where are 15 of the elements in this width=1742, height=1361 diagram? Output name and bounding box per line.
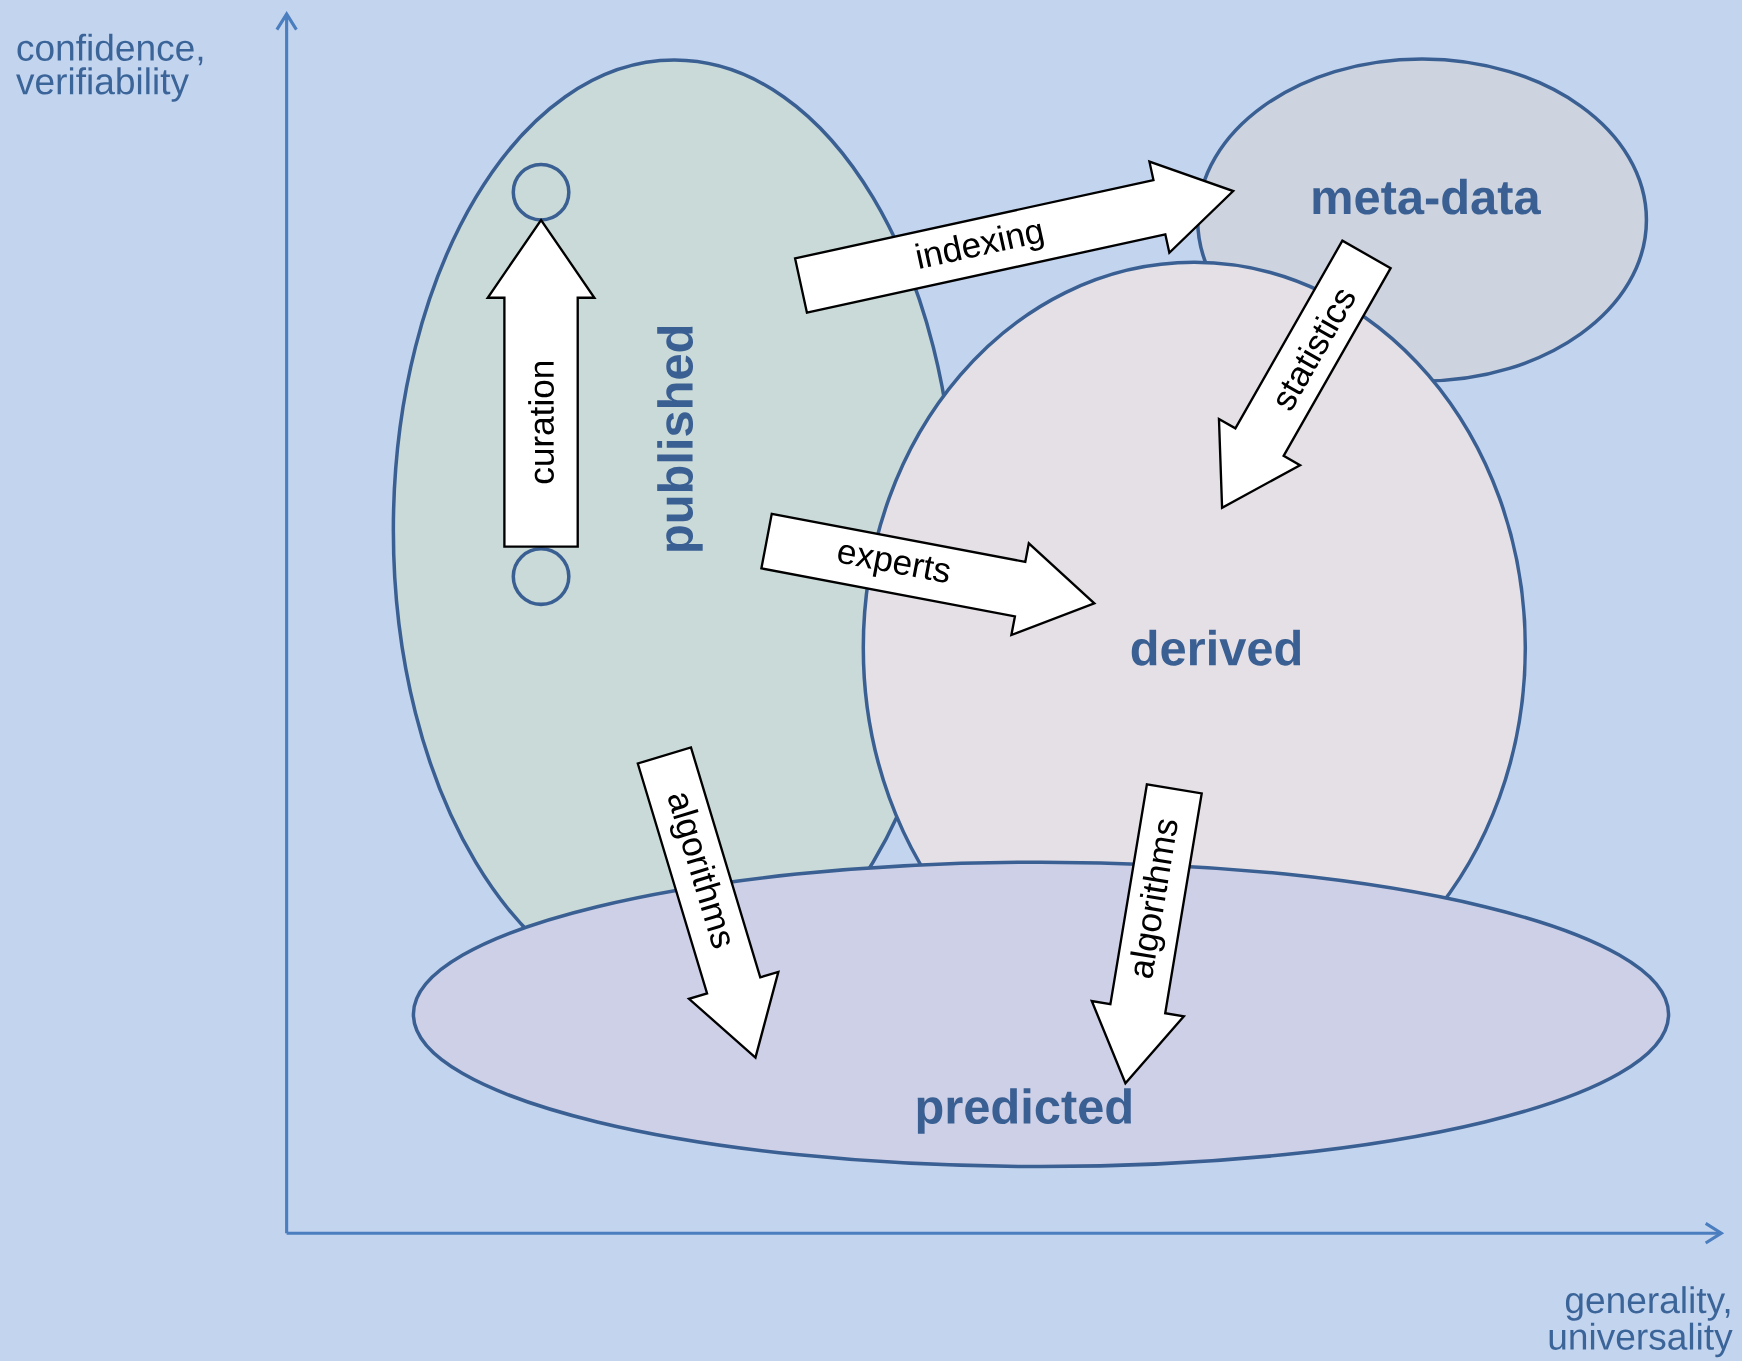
ellipse-label: predicted bbox=[917, 1088, 1131, 1134]
edge-label: curation bbox=[528, 362, 554, 484]
axis-label: confidence, verifiability bbox=[16, 33, 203, 102]
ellipse-label: meta-data bbox=[1313, 178, 1541, 215]
block-arrow bbox=[636, 746, 780, 1060]
ellipse-label: derived bbox=[1131, 629, 1301, 666]
edge-label: indexing bbox=[915, 223, 1044, 269]
edge-label: algorithms bbox=[1130, 819, 1178, 978]
edge-label: experts bbox=[838, 545, 950, 583]
axis-label: generality, universality bbox=[1549, 1286, 1733, 1358]
block-arrow bbox=[485, 217, 597, 548]
block-arrow bbox=[760, 512, 1097, 637]
ellipse-label: published bbox=[657, 326, 703, 551]
circle bbox=[511, 162, 571, 222]
circle bbox=[511, 547, 571, 607]
